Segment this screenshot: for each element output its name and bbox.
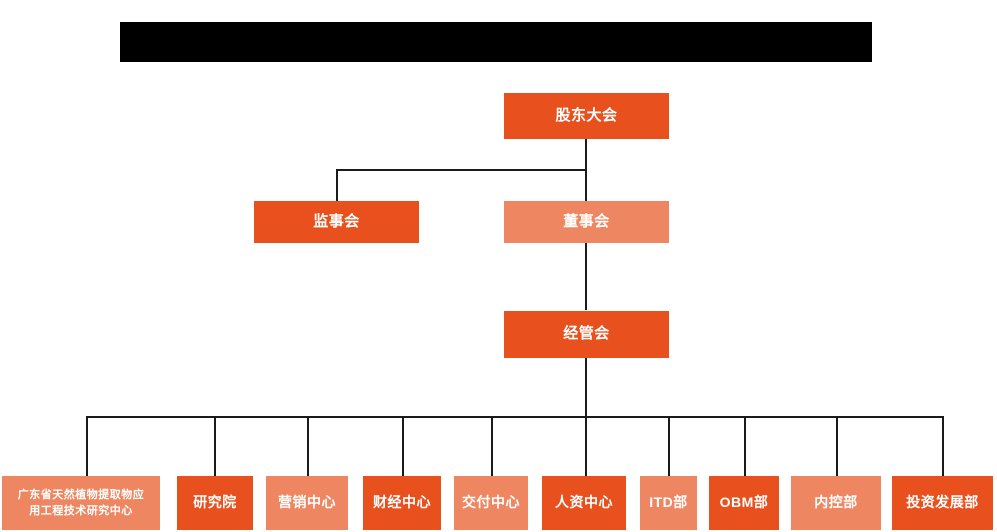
node-label: 股东大会: [555, 106, 618, 124]
node-delivery-center[interactable]: 交付中心: [454, 476, 528, 530]
connector-directors-to-management: [585, 242, 587, 310]
node-finance-center[interactable]: 财经中心: [363, 476, 441, 530]
connector-bus-to-supervisors: [336, 169, 338, 201]
node-board-of-directors[interactable]: 董事会: [504, 201, 669, 243]
connector-drop-delivery-center: [491, 416, 493, 476]
connector-bus-to-directors: [585, 169, 587, 201]
connector-management-to-bottom-bus: [585, 358, 587, 416]
connector-drop-itd-department: [668, 416, 670, 476]
node-engineering-research-center[interactable]: 广东省天然植物提取物应 用工程技术研究中心: [2, 476, 160, 530]
connector-drop-hr-center: [585, 416, 587, 476]
connector-bus-level2: [336, 169, 587, 171]
connector-shareholders-to-bus: [585, 139, 587, 170]
node-label: 监事会: [313, 212, 360, 230]
node-label: 经管会: [563, 325, 610, 343]
node-label: 投资发展部: [906, 494, 979, 511]
node-label: OBM部: [719, 494, 769, 511]
redacted-title-bar: [120, 22, 872, 62]
node-label: 营销中心: [278, 494, 336, 511]
node-shareholders-meeting[interactable]: 股东大会: [504, 93, 669, 139]
connector-drop-obm-department: [744, 416, 746, 476]
node-label: 交付中心: [462, 494, 520, 511]
connector-bottom-bus: [86, 416, 943, 418]
node-label: 人资中心: [555, 494, 613, 511]
connector-drop-engineering-research-center: [86, 416, 88, 476]
node-label: 研究院: [193, 494, 237, 511]
node-label: 董事会: [563, 212, 610, 230]
node-label: ITD部: [649, 494, 688, 511]
connector-drop-marketing-center: [307, 416, 309, 476]
node-label-line1: 广东省天然植物提取物应: [17, 488, 145, 501]
node-itd-department[interactable]: ITD部: [640, 476, 697, 530]
node-management-committee[interactable]: 经管会: [504, 311, 669, 358]
connector-drop-research-institute: [214, 416, 216, 476]
node-board-of-supervisors[interactable]: 监事会: [254, 201, 419, 243]
node-label: 财经中心: [373, 494, 431, 511]
connector-drop-finance-center: [402, 416, 404, 476]
connector-drop-investment-development-department: [942, 416, 944, 476]
node-marketing-center[interactable]: 营销中心: [266, 476, 348, 530]
node-internal-control-department[interactable]: 内控部: [791, 476, 881, 530]
node-hr-center[interactable]: 人资中心: [542, 476, 626, 530]
node-obm-department[interactable]: OBM部: [709, 476, 779, 530]
node-label: 内控部: [814, 494, 858, 511]
node-research-institute[interactable]: 研究院: [177, 476, 253, 530]
node-label-line2: 用工程技术研究中心: [29, 504, 133, 517]
node-investment-development-department[interactable]: 投资发展部: [892, 476, 993, 530]
connector-drop-internal-control-department: [836, 416, 838, 476]
